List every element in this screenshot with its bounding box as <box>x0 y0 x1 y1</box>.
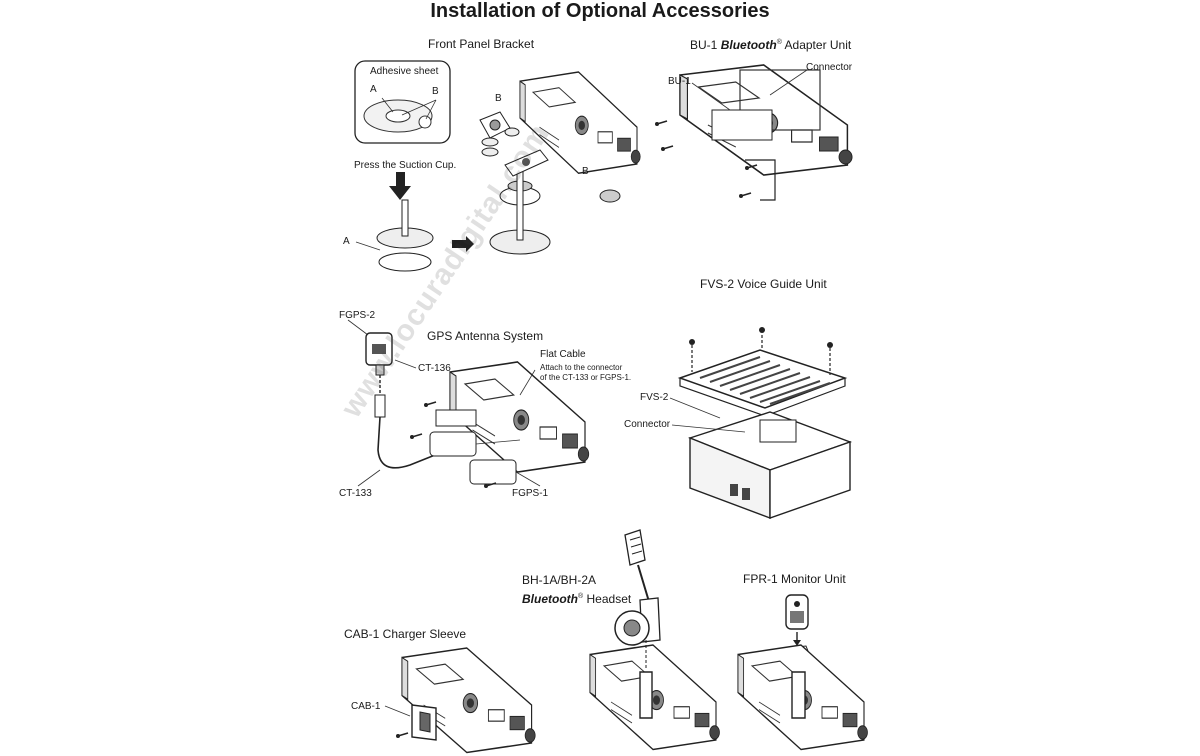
fgps1-label: FGPS-1 <box>512 488 549 499</box>
ct133-label: CT-133 <box>339 488 372 499</box>
sheet-label-b: B <box>432 86 439 97</box>
sheet-label-a: A <box>370 84 377 95</box>
headset-heading-line1: BH-1A/BH-2A <box>522 573 597 587</box>
ct136-label: CT-136 <box>418 363 451 374</box>
cup-label-a: A <box>343 236 350 247</box>
adhesive-sheet-label: Adhesive sheet <box>370 66 439 77</box>
fvs2-heading: FVS-2 Voice Guide Unit <box>700 277 827 291</box>
cab1-charger-diagram <box>384 647 536 754</box>
bracket-label-b-1: B <box>495 93 502 104</box>
fpr1-heading: FPR-1 Monitor Unit <box>743 572 846 586</box>
headset-diagram <box>589 529 721 751</box>
cab1-unit-label: CAB-1 <box>351 701 381 712</box>
front-panel-bracket-diagram <box>354 60 641 272</box>
cab1-heading: CAB-1 Charger Sleeve <box>344 627 467 641</box>
page-title: Installation of Optional Accessories <box>430 0 770 22</box>
gps-antenna-diagram <box>347 319 590 489</box>
press-suction-cup-label: Press the Suction Cup. <box>354 160 457 171</box>
fpr1-monitor-diagram <box>737 594 869 751</box>
bu1-unit-label: BU-1 <box>668 76 691 87</box>
front-panel-heading: Front Panel Bracket <box>428 37 535 51</box>
flat-cable-note-1: Attach to the connector <box>540 363 623 372</box>
bu1-connector-label: Connector <box>806 62 853 73</box>
flat-cable-note-2: of the CT-133 or FGPS-1. <box>540 373 632 382</box>
bracket-label-b-2: B <box>582 166 589 177</box>
fgps2-label: FGPS-2 <box>339 310 376 321</box>
fvs2-unit-label: FVS-2 <box>640 392 669 403</box>
headset-heading-line2: Bluetooth® Headset <box>522 592 632 606</box>
gps-heading: GPS Antenna System <box>427 329 544 343</box>
bu1-heading: BU-1 Bluetooth® Adapter Unit <box>690 38 852 52</box>
flat-cable-label: Flat Cable <box>540 349 586 360</box>
fvs2-connector-label: Connector <box>624 419 671 430</box>
fvs2-voice-guide-diagram <box>669 327 853 520</box>
bu1-adapter-diagram <box>654 64 853 201</box>
